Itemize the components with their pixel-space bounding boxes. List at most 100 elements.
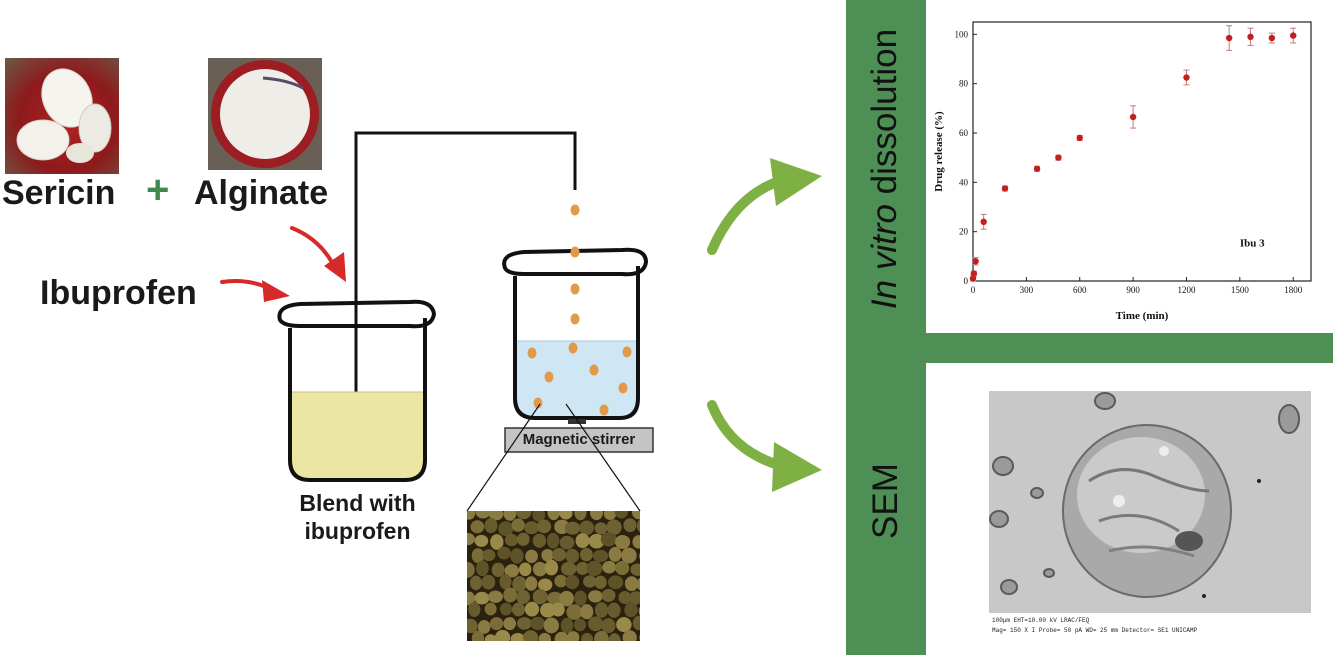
- micro-bead: [488, 511, 504, 521]
- data-point: [980, 218, 987, 225]
- micro-bead: [608, 546, 622, 562]
- data-point: [1001, 185, 1009, 192]
- micro-bead: [579, 520, 595, 536]
- micro-bead: [532, 511, 546, 522]
- data-point: [1247, 33, 1254, 40]
- alginate-label: Alginate: [194, 174, 329, 212]
- micro-bead: [615, 560, 630, 576]
- micro-bead: [504, 564, 520, 578]
- beaker-blend: [277, 299, 437, 482]
- alginate-droplets: [527, 204, 632, 416]
- micro-bead: [621, 547, 637, 564]
- micro-bead: [532, 533, 547, 548]
- micro-bead: [484, 517, 498, 534]
- plot-frame: [972, 21, 1312, 282]
- micro-bead: [624, 602, 638, 618]
- micro-bead: [618, 591, 632, 604]
- micro-bead: [574, 511, 587, 521]
- data-point: [1183, 74, 1190, 81]
- stirrer-label: Magnetic stirrer: [522, 431, 636, 448]
- micro-bead: [573, 618, 587, 632]
- blend-label-line1: Blend with: [299, 490, 416, 516]
- sericin-label: Sericin: [2, 174, 116, 212]
- micro-bead: [487, 590, 503, 603]
- micro-bead: [546, 532, 560, 549]
- data-point: [1290, 32, 1297, 39]
- micro-bead: [504, 533, 519, 547]
- sem-info-line1: 100μm EHT=10.00 kV LRAC/FEQ: [992, 617, 1090, 624]
- micro-bead: [616, 617, 632, 633]
- micro-bead: [608, 575, 624, 590]
- beaker-stirrer: [502, 247, 649, 424]
- micro-bead: [636, 519, 640, 533]
- micro-bead: [484, 634, 497, 641]
- data-point: [969, 275, 977, 282]
- micro-bead: [607, 602, 621, 618]
- micro-bead: [594, 602, 609, 618]
- micro-bead: [636, 577, 640, 591]
- data-point: [1225, 34, 1233, 42]
- micro-bead: [474, 591, 490, 605]
- micro-bead: [594, 522, 608, 535]
- micro-bead: [515, 511, 532, 520]
- micro-bead: [638, 552, 640, 560]
- micro-bead: [490, 534, 504, 550]
- y-tick-label: 20: [959, 227, 969, 237]
- green-frame-horizontal: [846, 333, 1333, 363]
- micro-bead: [602, 560, 617, 574]
- micro-bead: [516, 589, 531, 605]
- micro-bead: [538, 632, 552, 641]
- y-tick-label: 0: [964, 276, 969, 286]
- data-point: [970, 270, 978, 277]
- micro-bead: [601, 618, 616, 634]
- micro-bead: [467, 618, 478, 634]
- micro-bead: [530, 616, 545, 631]
- sericin-photo: [5, 58, 119, 174]
- red-arrowhead-2: [262, 280, 290, 302]
- data-point: [1076, 134, 1083, 142]
- micro-bead: [579, 547, 593, 562]
- micro-bead: [468, 602, 481, 618]
- x-tick-label: 0: [971, 285, 976, 295]
- micro-bead: [583, 575, 597, 588]
- micro-bead: [467, 591, 476, 606]
- micro-bead: [588, 590, 603, 603]
- micro-bead: [565, 574, 580, 590]
- micro-bead: [580, 604, 594, 620]
- micro-bead: [565, 548, 580, 564]
- micro-bead: [503, 511, 517, 521]
- micro-bead: [588, 616, 604, 632]
- ibuprofen-label: Ibuprofen: [40, 274, 197, 312]
- micro-bead: [603, 511, 617, 521]
- micro-bead: [581, 632, 594, 641]
- x-tick-label: 600: [1073, 285, 1087, 295]
- sem-title: SEM: [866, 463, 905, 539]
- micro-bead: [600, 532, 617, 547]
- micro-bead: [559, 590, 574, 607]
- micro-bead: [524, 521, 540, 535]
- micro-bead: [632, 615, 640, 631]
- sem-particle: [1062, 424, 1232, 598]
- zoom-line-left: [466, 403, 541, 512]
- micro-bead: [541, 548, 554, 562]
- green-frame-vertical: [846, 0, 926, 655]
- micro-bead: [491, 562, 505, 578]
- chart-annotation: Ibu 3: [1240, 237, 1265, 249]
- micro-bead: [475, 511, 491, 519]
- micro-bead: [564, 521, 581, 535]
- micro-bead: [560, 561, 577, 576]
- micro-bead: [566, 604, 583, 620]
- data-point: [972, 258, 979, 265]
- micro-bead: [551, 602, 565, 617]
- micro-bead: [631, 511, 640, 520]
- micro-bead: [525, 549, 538, 564]
- micro-bead: [630, 563, 640, 576]
- y-tick-label: 40: [959, 177, 969, 187]
- micro-bead: [554, 631, 569, 641]
- micro-bead: [482, 549, 496, 562]
- sem-micrograph: 100μm EHT=10.00 kV LRAC/FEQ Mag= 150 X I…: [989, 391, 1311, 641]
- micro-bead: [489, 617, 504, 631]
- x-tick-label: 1800: [1284, 285, 1303, 295]
- data-point: [1268, 34, 1276, 42]
- micro-bead: [516, 617, 532, 630]
